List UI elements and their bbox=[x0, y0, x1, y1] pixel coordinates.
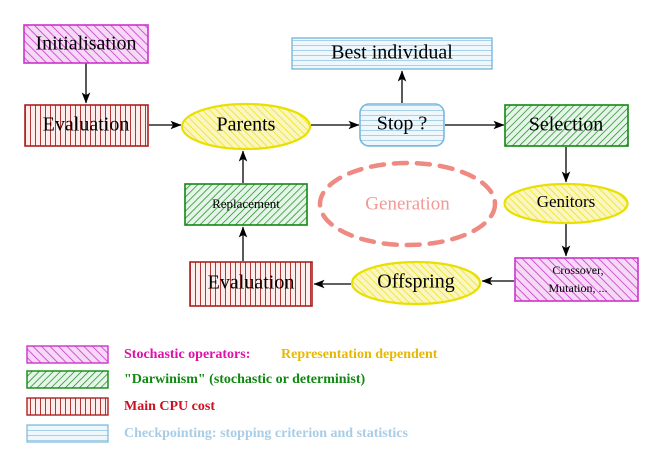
crossover-box bbox=[514, 257, 639, 302]
legend-label-checkpointing: Checkpointing: stopping criterion and st… bbox=[124, 426, 408, 441]
offspring-label: Offspring bbox=[377, 271, 454, 293]
selection-label: Selection bbox=[529, 114, 603, 136]
crossover-label-line2: Mutation, ... bbox=[549, 281, 608, 295]
node-genitors[interactable]: Genitors bbox=[503, 182, 629, 225]
best-individual-box bbox=[291, 37, 493, 70]
best-individual-label: Best individual bbox=[331, 42, 453, 64]
replacement-label: Replacement bbox=[212, 196, 280, 211]
evaluation-top-label: Evaluation bbox=[43, 114, 130, 136]
genitors-ellipse bbox=[503, 182, 629, 225]
node-stop[interactable]: Stop ? bbox=[359, 103, 445, 147]
generation-label: Generation bbox=[365, 193, 450, 214]
legend-swatch-darwinism bbox=[26, 370, 109, 389]
offspring-ellipse bbox=[350, 260, 482, 306]
legend-row-stochastic[interactable]: Stochastic operators: Representation dep… bbox=[26, 345, 438, 364]
node-evaluation-top[interactable]: Evaluation bbox=[24, 104, 149, 147]
legend-label-cpu: Main CPU cost bbox=[124, 399, 215, 414]
node-parents[interactable]: Parents bbox=[180, 102, 312, 151]
initialisation-box bbox=[23, 24, 149, 64]
legend-label-darwinism: "Darwinism" (stochastic or determinist) bbox=[124, 372, 366, 387]
node-selection[interactable]: Selection bbox=[504, 104, 629, 147]
evaluation-bottom-box bbox=[189, 261, 313, 307]
legend-row-checkpointing[interactable]: Checkpointing: stopping criterion and st… bbox=[26, 424, 408, 443]
stop-label: Stop ? bbox=[377, 113, 428, 135]
node-offspring[interactable]: Offspring bbox=[350, 260, 482, 306]
evaluation-bottom-label: Evaluation bbox=[208, 272, 295, 294]
legend-label-representation: Representation dependent bbox=[281, 347, 438, 362]
legend-swatch-stochastic bbox=[26, 345, 109, 364]
parents-ellipse bbox=[180, 102, 312, 151]
evaluation-top-box bbox=[24, 104, 149, 147]
node-generation[interactable]: Generation bbox=[317, 160, 498, 248]
genitors-label: Genitors bbox=[537, 192, 596, 211]
generation-dashed-ellipse bbox=[317, 160, 498, 248]
edge-layer bbox=[81, 63, 571, 289]
stop-box bbox=[359, 103, 445, 147]
parents-label: Parents bbox=[217, 114, 276, 136]
legend: Stochastic operators: Representation dep… bbox=[26, 345, 438, 443]
legend-row-cpu[interactable]: Main CPU cost bbox=[26, 397, 215, 416]
crossover-label-line1: Crossover, bbox=[552, 263, 603, 277]
selection-box bbox=[504, 104, 629, 147]
node-best-individual[interactable]: Best individual bbox=[291, 37, 493, 70]
node-crossover-mutation[interactable]: Crossover, Mutation, ... bbox=[514, 257, 639, 302]
node-evaluation-bottom[interactable]: Evaluation bbox=[189, 261, 313, 307]
legend-swatch-cpu bbox=[26, 397, 109, 416]
node-initialisation[interactable]: Initialisation bbox=[23, 24, 149, 64]
node-replacement[interactable]: Replacement bbox=[184, 183, 308, 226]
initialisation-label: Initialisation bbox=[35, 33, 136, 55]
legend-row-darwinism[interactable]: "Darwinism" (stochastic or determinist) bbox=[26, 370, 366, 389]
legend-label-stochastic: Stochastic operators: bbox=[124, 347, 250, 362]
replacement-box bbox=[184, 183, 308, 226]
legend-swatch-checkpointing bbox=[26, 424, 109, 443]
